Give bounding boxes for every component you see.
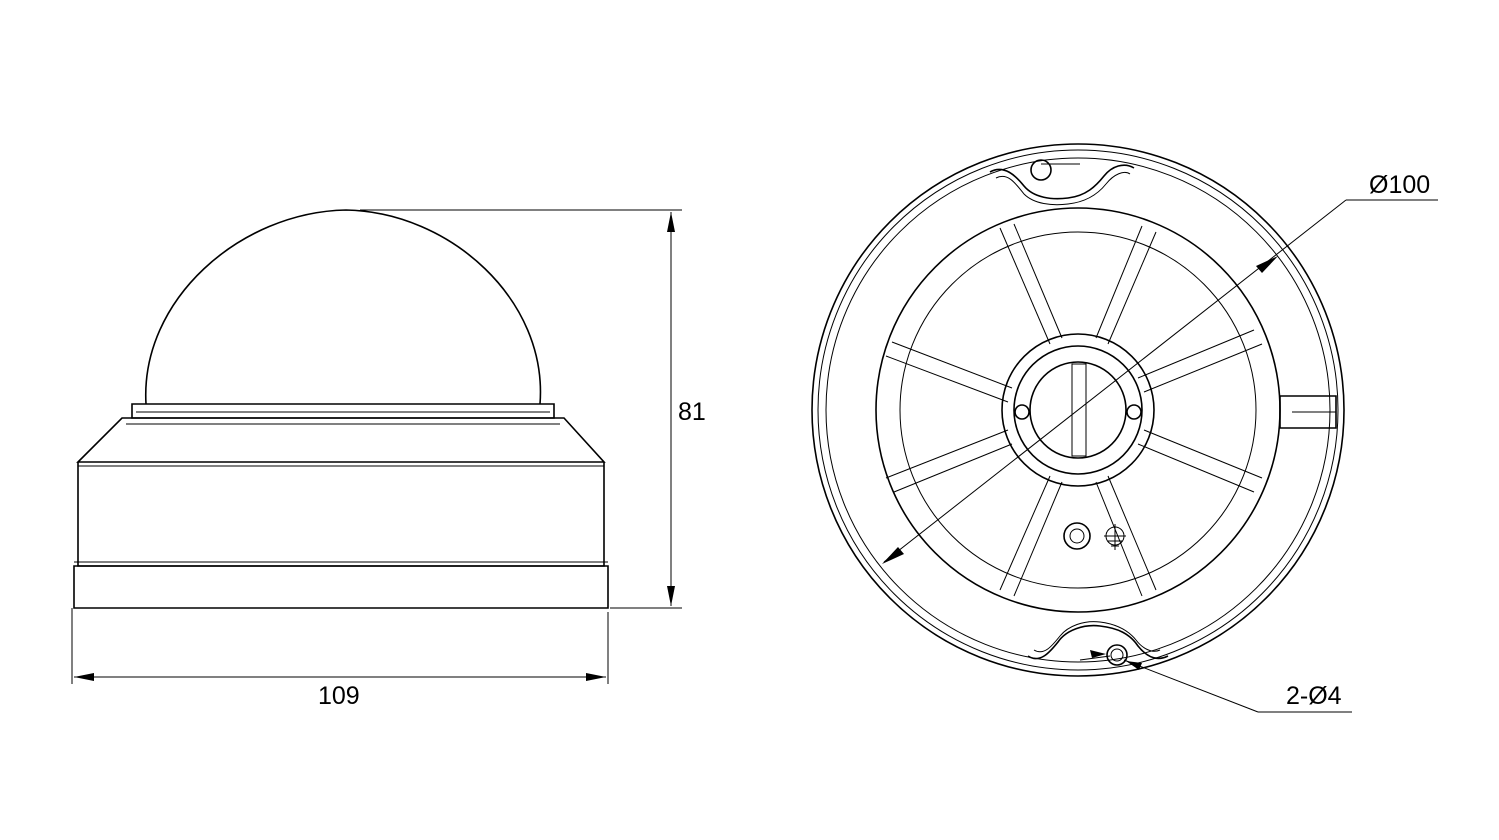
hub-outer	[1001, 333, 1155, 487]
diameter-arrow-lower	[882, 547, 904, 564]
base-ring	[73, 565, 609, 609]
ground-post-outer	[1063, 522, 1091, 550]
dome-outline	[145, 209, 542, 405]
holes-leader-line	[1123, 659, 1259, 713]
outer-circle-3	[825, 157, 1331, 663]
outer-circle-2	[817, 149, 1339, 671]
diameter-arrow-upper	[1256, 256, 1278, 273]
top-screw-hole	[1030, 159, 1052, 181]
top-notch-inner	[995, 171, 1131, 206]
hub-mid	[1013, 345, 1143, 475]
hub-hole-right	[1126, 404, 1142, 420]
holes-label: 2-Ø4	[1286, 682, 1342, 710]
width-arrow-left	[74, 673, 94, 681]
holes-arrow-left	[1090, 650, 1106, 658]
bottom-notch	[1027, 624, 1169, 660]
hub-hole-left	[1014, 404, 1030, 420]
bottom-screw-hole	[1106, 644, 1128, 666]
ground-symbol-icon	[1104, 524, 1126, 550]
bottom-view: Ø100 2-Ø4	[811, 143, 1438, 713]
top-notch	[989, 164, 1135, 200]
mounting-ring-outer	[875, 207, 1281, 613]
base-body	[77, 462, 605, 567]
height-label: 81	[678, 398, 706, 426]
height-arrow-bottom	[667, 586, 675, 606]
width-label: 109	[318, 682, 360, 710]
spokes	[885, 223, 1263, 597]
ground-post-inner	[1069, 528, 1085, 544]
bottom-screw-hole-inner	[1110, 648, 1124, 662]
holes-arrow	[1126, 661, 1142, 670]
bottom-screw-slot	[1079, 655, 1111, 661]
side-view: 81 109	[71, 209, 706, 710]
hub-inner	[1029, 361, 1127, 459]
hub-slot	[1071, 363, 1087, 457]
outer-circle	[811, 143, 1345, 677]
mounting-ring-inner	[899, 231, 1257, 589]
diameter-label: Ø100	[1369, 171, 1430, 199]
width-arrow-right	[586, 673, 606, 681]
base-shoulder	[76, 417, 606, 463]
dome-collar	[131, 403, 555, 419]
height-arrow-top	[667, 212, 675, 232]
bottom-notch-inner	[1033, 621, 1161, 653]
